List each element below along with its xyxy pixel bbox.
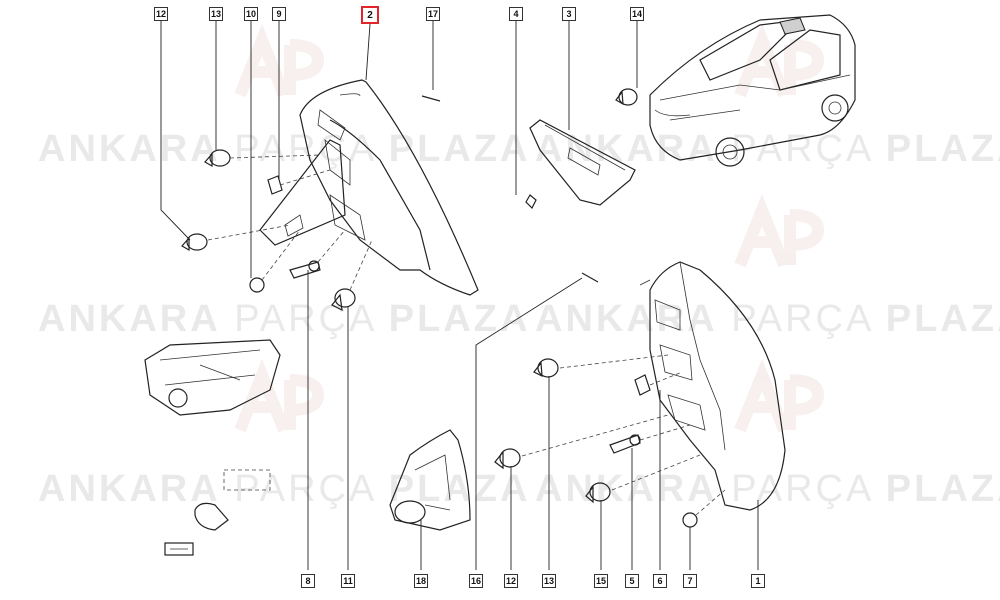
bulb-icon bbox=[585, 482, 611, 504]
lamp-housing-detail bbox=[144, 339, 281, 416]
callout-15: 15 bbox=[594, 574, 608, 588]
watermark-row-2: ANKARA PARÇA PLAZA bbox=[535, 128, 1000, 171]
watermark-brand-3: PLAZA bbox=[885, 128, 1000, 170]
lamp-bracket bbox=[389, 429, 471, 531]
screw-icon bbox=[609, 434, 641, 454]
callout-12-top: 12 bbox=[154, 7, 168, 21]
watermark-brand-2: PARÇA bbox=[731, 298, 873, 340]
bulb-icon bbox=[181, 233, 208, 252]
tail-lamp-left bbox=[299, 79, 479, 296]
watermark-brand-2: PARÇA bbox=[234, 468, 376, 510]
callout-9: 9 bbox=[272, 7, 286, 21]
watermark-brand-3: PLAZA bbox=[885, 468, 1000, 510]
bulb-icon bbox=[494, 448, 521, 470]
bulb-holder-plate bbox=[259, 139, 346, 246]
callout-5: 5 bbox=[625, 574, 639, 588]
brake-light-high-mount bbox=[529, 119, 636, 206]
callout-7: 7 bbox=[683, 574, 697, 588]
callout-4: 4 bbox=[509, 7, 523, 21]
watermark-brand-3: PLAZA bbox=[388, 298, 531, 340]
car-illustration bbox=[649, 14, 856, 167]
watermark-brand-2: PARÇA bbox=[234, 128, 376, 170]
screw-icon bbox=[525, 194, 537, 210]
clip-icon bbox=[634, 374, 651, 396]
watermark-row-6: ANKARA PARÇA PLAZA bbox=[535, 468, 1000, 511]
callout-16: 16 bbox=[469, 574, 483, 588]
seal-strip bbox=[581, 272, 599, 283]
callout-14: 14 bbox=[630, 7, 644, 21]
nut-icon bbox=[682, 512, 698, 528]
callout-18: 18 bbox=[414, 574, 428, 588]
watermark-brand-1: ANKARA bbox=[38, 298, 221, 340]
watermark-brand-1: ANKARA bbox=[535, 128, 718, 170]
watermark-brand-1: ANKARA bbox=[535, 298, 718, 340]
callout-10: 10 bbox=[244, 7, 258, 21]
watermark-row-1: ANKARA PARÇA PLAZA bbox=[38, 128, 530, 171]
bulb-socket bbox=[164, 469, 271, 556]
watermark-brand-1: ANKARA bbox=[38, 468, 221, 510]
watermark-row-5: ANKARA PARÇA PLAZA bbox=[38, 468, 530, 511]
callout-13-top: 13 bbox=[209, 7, 223, 21]
watermark-brand-2: PARÇA bbox=[731, 128, 873, 170]
callout-13-bottom: 13 bbox=[542, 574, 556, 588]
watermark-brand-3: PLAZA bbox=[388, 128, 531, 170]
callout-6: 6 bbox=[653, 574, 667, 588]
watermark-brand-3: PLAZA bbox=[885, 298, 1000, 340]
watermark-row-4: ANKARA PARÇA PLAZA bbox=[535, 298, 1000, 341]
callout-2-highlighted: 2 bbox=[361, 6, 379, 24]
callout-12-bottom: 12 bbox=[504, 574, 518, 588]
callout-3: 3 bbox=[562, 7, 576, 21]
watermark-brand-1: ANKARA bbox=[535, 468, 718, 510]
bulb-icon bbox=[533, 358, 559, 378]
callout-1: 1 bbox=[751, 574, 765, 588]
watermark-brand-2: PARÇA bbox=[234, 298, 376, 340]
tail-lamp-right bbox=[639, 261, 786, 511]
bulb-icon bbox=[331, 288, 356, 312]
watermark-brand-1: ANKARA bbox=[38, 128, 221, 170]
callout-11: 11 bbox=[341, 574, 355, 588]
bulb-icon bbox=[204, 149, 231, 168]
clip-icon bbox=[267, 175, 283, 195]
callout-17: 17 bbox=[426, 7, 440, 21]
watermark-row-3: ANKARA PARÇA PLAZA bbox=[38, 298, 530, 341]
watermark-brand-2: PARÇA bbox=[731, 468, 873, 510]
watermark-logo-icon bbox=[234, 23, 825, 433]
callout-8: 8 bbox=[301, 574, 315, 588]
seal-strip bbox=[421, 95, 441, 102]
nut-icon bbox=[249, 277, 265, 293]
watermark-brand-3: PLAZA bbox=[388, 468, 531, 510]
bulb-icon bbox=[615, 88, 638, 106]
leader-lines bbox=[160, 21, 759, 570]
screw-icon bbox=[289, 260, 321, 279]
